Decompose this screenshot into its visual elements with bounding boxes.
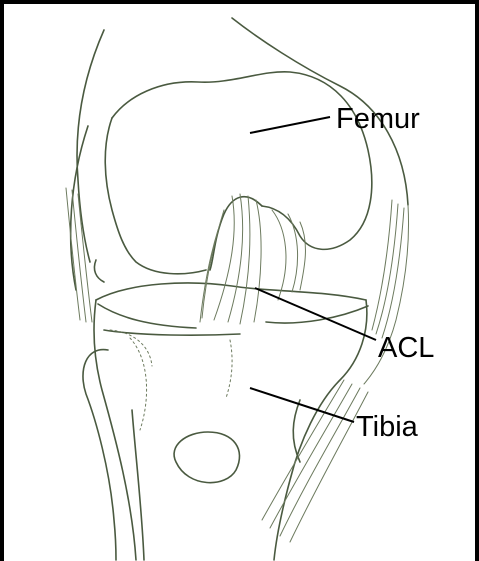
acl-leader-line — [255, 288, 376, 340]
tibia-outline — [83, 300, 367, 560]
tibia-leader-line — [250, 388, 354, 422]
acl-ligament — [200, 194, 305, 324]
femur-label: Femur — [336, 103, 420, 135]
acl-label: ACL — [378, 332, 434, 364]
femur-outline — [71, 18, 408, 290]
tibia-label: Tibia — [356, 411, 419, 443]
patellar-tendon — [262, 380, 368, 542]
femur-leader-line — [250, 117, 330, 133]
dotted-details — [110, 330, 232, 430]
